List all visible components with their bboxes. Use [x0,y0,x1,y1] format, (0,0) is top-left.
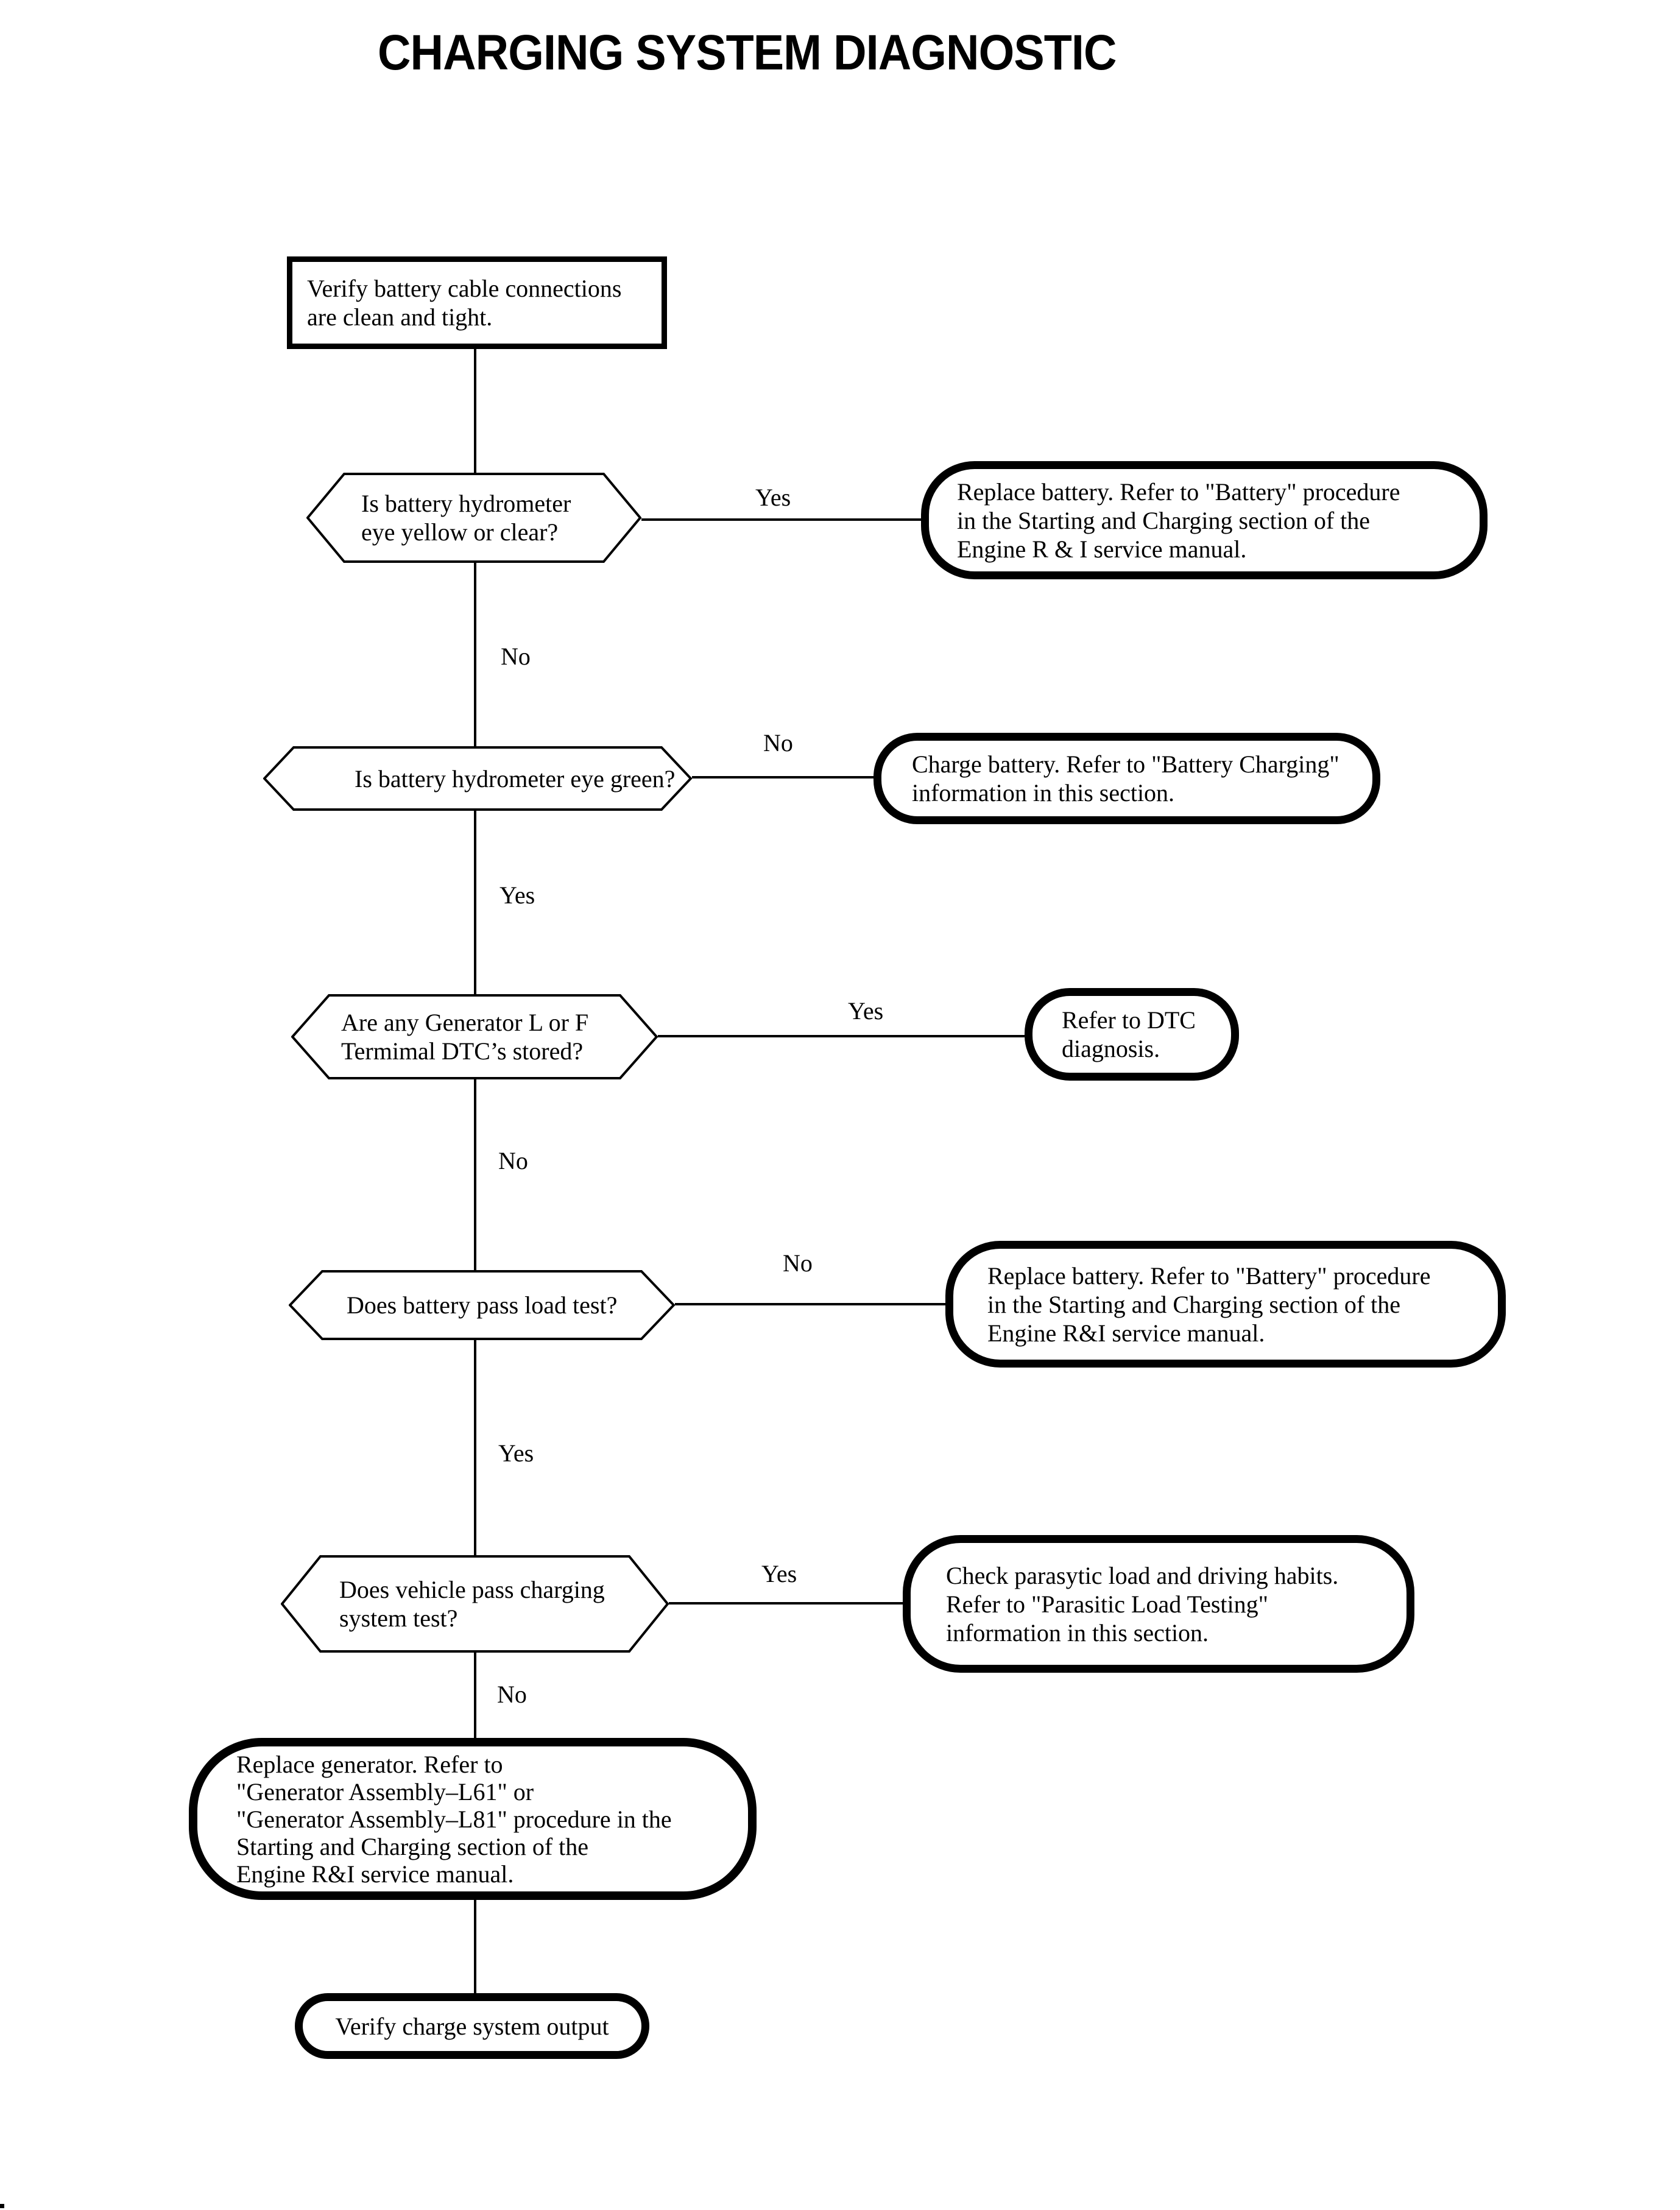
result-line: Refer to "Parasitic Load Testing" [946,1590,1268,1618]
decision-hydrometer-yellow-or-clear: Is battery hydrometer eye yellow or clea… [306,473,641,563]
result-replace-battery-2: Replace battery. Refer to "Battery" proc… [945,1241,1506,1368]
result-line: "Generator Assembly–L81" procedure in th… [236,1805,672,1833]
decision-battery-load-test: Does battery pass load test? [289,1270,675,1340]
scan-artifact-dot [0,2204,4,2208]
decision-generator-dtc-stored: Are any Generator L or F Termimal DTC’s … [291,994,658,1079]
result-line: diagnosis. [1062,1035,1160,1062]
result-replace-generator: Replace generator. Refer to "Generator A… [189,1738,757,1900]
result-line: in the Starting and Charging section of … [957,506,1371,534]
hexagon-shape [291,994,658,1079]
connector-d4-to-d5 [474,1339,476,1556]
edge-label-d5-no: No [497,1681,527,1708]
edge-label-d3-no: No [498,1147,528,1174]
connector-d2-to-r2 [692,776,874,778]
result-line: Replace battery. Refer to "Battery" proc… [987,1262,1431,1290]
hexagon-shape [289,1270,675,1340]
connector-start-to-d1 [474,349,476,476]
result-line: Refer to DTC [1062,1006,1196,1034]
connector-d4-to-r4 [675,1303,945,1305]
result-line: Engine R&I service manual. [987,1319,1265,1347]
decision-charging-system-test: Does vehicle pass charging system test? [281,1555,669,1653]
result-line: information in this section. [946,1619,1209,1647]
result-line: "Generator Assembly–L61" or [236,1778,534,1806]
start-process-line: are clean and tight. [307,303,493,331]
page-title: CHARGING SYSTEM DIAGNOSTIC [378,25,1117,80]
connector-d1-to-d2 [474,562,476,748]
decision-line: eye yellow or clear? [361,518,559,546]
connector-d2-to-d3 [474,810,476,995]
connector-d3-to-r3 [658,1035,1025,1037]
result-replace-battery-1: Replace battery. Refer to "Battery" proc… [921,461,1488,579]
result-refer-dtc-diagnosis: Refer to DTC diagnosis. [1025,988,1239,1081]
connector-d5-to-replace-generator [474,1651,476,1739]
result-line: Replace battery. Refer to "Battery" proc… [957,478,1400,506]
connector-d1-to-r1 [641,518,921,521]
decision-line: system test? [339,1605,458,1632]
decision-line: Does battery pass load test? [347,1291,618,1319]
decision-line: Is battery hydrometer [361,490,571,517]
hexagon-shape [306,473,641,563]
connector-replace-generator-to-verify-output [474,1899,476,1994]
result-line: in the Starting and Charging section of … [987,1290,1401,1318]
decision-hydrometer-green: Is battery hydrometer eye green? [263,746,692,811]
connector-d3-to-d4 [474,1078,476,1271]
edge-label-d2-no: No [763,729,793,757]
edge-label-d2-yes: Yes [499,881,535,909]
result-check-parasitic-load: Check parasytic load and driving habits.… [903,1535,1414,1673]
start-process-line: Verify battery cable connections [307,275,622,302]
hexagon-shape [263,746,692,811]
edge-label-d4-no: No [783,1249,813,1277]
decision-line: Is battery hydrometer eye green? [355,764,676,793]
result-line: Replace generator. Refer to [236,1750,503,1778]
result-line: information in this section. [912,779,1175,807]
result-line: Charge battery. Refer to "Battery Chargi… [912,750,1339,778]
hexagon-shape [281,1555,669,1653]
result-line: Check parasytic load and driving habits. [946,1561,1339,1589]
connector-d5-to-r5 [669,1602,903,1605]
edge-label-d1-yes: Yes [755,484,791,511]
edge-label-d4-yes: Yes [498,1439,534,1467]
decision-line: Does vehicle pass charging [339,1576,605,1603]
edge-label-d5-yes: Yes [761,1560,797,1587]
result-line: Engine R&I service manual. [236,1860,514,1888]
edge-label-d3-yes: Yes [848,997,884,1025]
decision-line: Are any Generator L or F [341,1009,589,1036]
result-charge-battery: Charge battery. Refer to "Battery Chargi… [874,733,1380,824]
result-line: Starting and Charging section of the [236,1832,589,1860]
edge-label-d1-no: No [501,643,531,670]
decision-line: Termimal DTC’s stored? [341,1037,584,1065]
terminal-verify-charge-output: Verify charge system output [295,1993,649,2059]
start-process-box: Verify battery cable connections are cle… [287,256,667,349]
result-line: Engine R & I service manual. [957,535,1247,563]
terminal-line: Verify charge system output [335,2012,609,2040]
